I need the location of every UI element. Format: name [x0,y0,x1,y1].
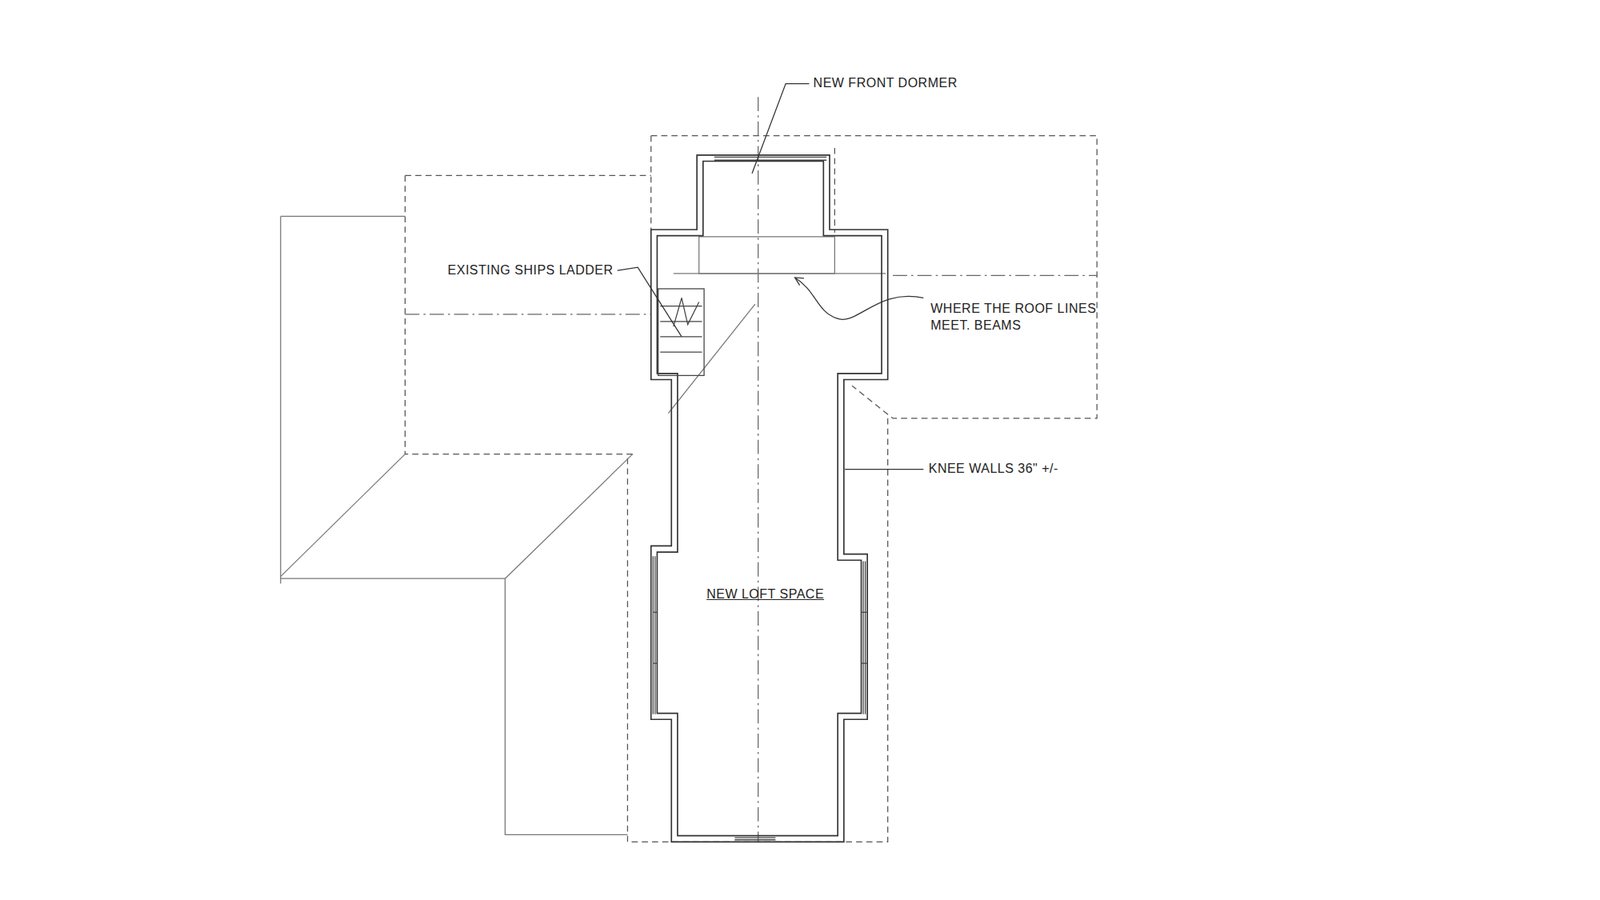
roof-note: WHERE THE ROOF LINES MEET. BEAMS [930,300,1115,335]
knee-wall-note: KNEE WALLS 36" +/- [928,460,1059,478]
dormer-note: NEW FRONT DORMER [813,75,958,92]
room-name: NEW LOFT SPACE [706,586,824,604]
ladder-note: EXISTING SHIPS LADDER [448,262,614,280]
